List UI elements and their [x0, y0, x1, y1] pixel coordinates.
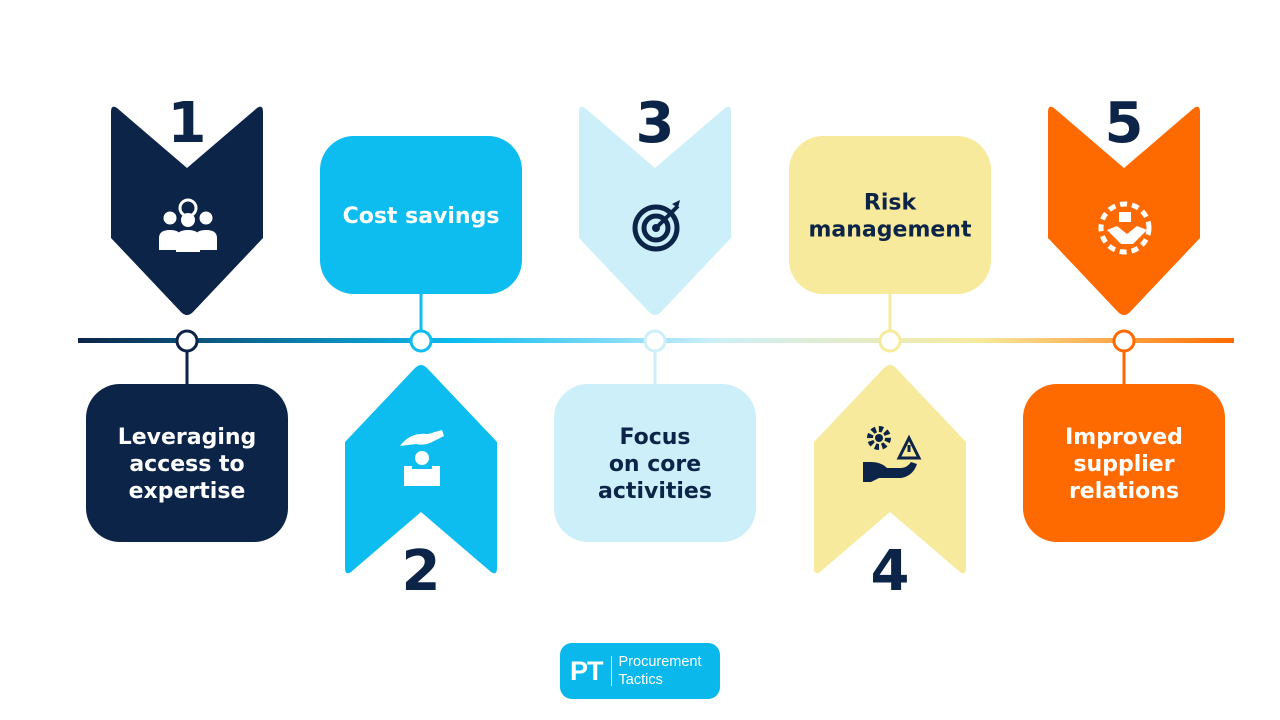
brand-logo: PT Procurement Tactics [560, 643, 720, 699]
step-number: 1 [168, 91, 207, 156]
step-label-line: Risk [864, 191, 918, 216]
step-chevron [579, 106, 731, 316]
step-card [554, 384, 756, 542]
risk-hand-icon [863, 426, 922, 482]
step-card [1023, 384, 1225, 542]
step-number: 3 [636, 91, 675, 156]
timeline-node [409, 329, 433, 353]
target-icon [632, 200, 680, 252]
step-label-line: expertise [129, 479, 246, 504]
step-label-line: Focus [619, 425, 690, 450]
step-card [86, 384, 288, 542]
step-label-line: access to [129, 452, 244, 477]
step-chevron [1048, 106, 1200, 316]
step-label-line: activities [598, 479, 712, 504]
step-chevron [111, 106, 263, 316]
step-label-line: Leveraging [118, 425, 257, 450]
timeline-node [1112, 329, 1136, 353]
step-card [320, 136, 522, 294]
step-card [789, 136, 991, 294]
step-label-line: relations [1069, 479, 1179, 504]
step-label-line: Cost savings [343, 204, 500, 229]
step-number: 5 [1105, 91, 1144, 156]
step-number: 2 [402, 539, 441, 604]
logo-text: Procurement Tactics [612, 653, 702, 689]
step-number: 4 [871, 539, 910, 604]
timeline-node [175, 329, 199, 353]
step-label-line: management [809, 218, 972, 243]
logo-line-1: Procurement [618, 654, 702, 670]
step-label-line: Improved [1065, 425, 1183, 450]
step-label-line: on core [609, 452, 701, 477]
coin-deposit-icon [400, 430, 444, 486]
handshake-gear-icon [1098, 201, 1152, 255]
timeline-node [643, 329, 667, 353]
logo-mark: PT [560, 656, 612, 686]
step-label-line: supplier [1073, 452, 1174, 477]
experts-icon [159, 198, 217, 252]
logo-line-2: Tactics [618, 672, 663, 688]
step-2: 2 Cost savings [320, 136, 522, 604]
timeline-node [878, 329, 902, 353]
